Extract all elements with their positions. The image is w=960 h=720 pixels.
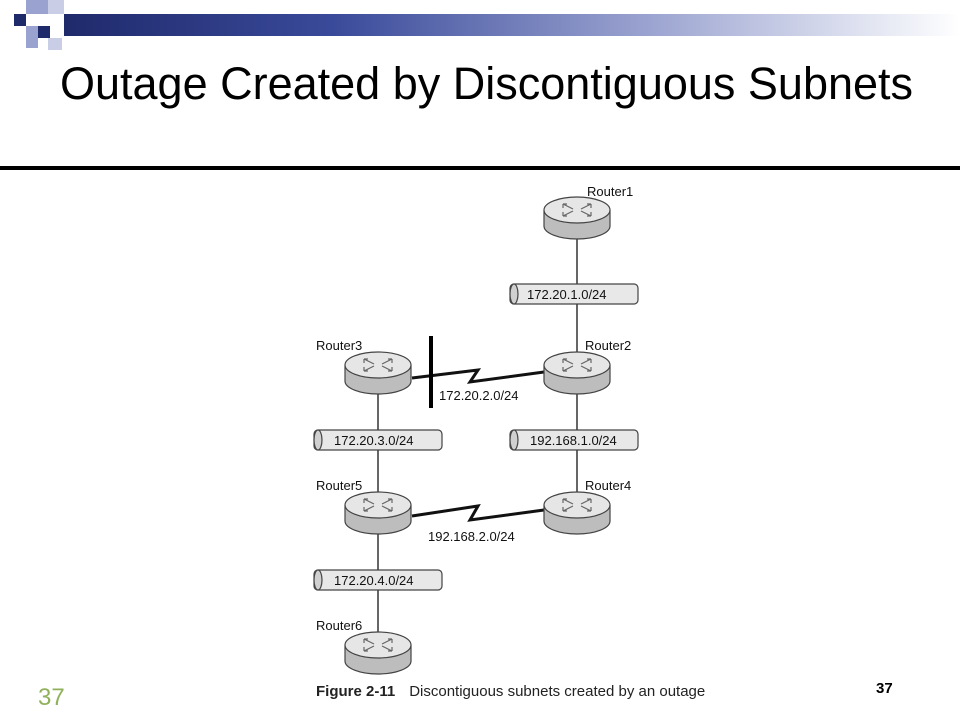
router1-icon: [543, 196, 611, 240]
router5-icon: [344, 491, 412, 535]
figure-caption: Figure 2-11 Discontiguous subnets created…: [316, 683, 705, 700]
subnet-label-2: 172.20.2.0/24: [439, 388, 519, 403]
serial-link-r3-r2: [411, 368, 545, 384]
router3-label: Router3: [316, 338, 362, 353]
corner-square-light: [48, 0, 64, 14]
subnet-label-6: 172.20.4.0/24: [334, 573, 414, 588]
slide-number: 37: [38, 684, 65, 711]
title-underline: [0, 166, 960, 170]
slide-title: Outage Created by Discontiguous Subnets: [60, 58, 914, 109]
page-number: 37: [876, 680, 893, 697]
router6-icon: [344, 631, 412, 675]
router4-label: Router4: [585, 478, 631, 493]
serial-link-r5-r4: [411, 504, 545, 522]
corner-square-dark: [14, 14, 26, 26]
corner-square-dark: [38, 26, 50, 38]
router2-label: Router2: [585, 338, 631, 353]
corner-square-light: [26, 0, 48, 14]
router2-icon: [543, 351, 611, 395]
router3-icon: [344, 351, 412, 395]
figure-number: Figure 2-11: [316, 683, 396, 700]
router6-label: Router6: [316, 618, 362, 633]
subnet-label-3: 172.20.3.0/24: [334, 433, 414, 448]
corner-square-light: [48, 38, 62, 50]
corner-square-light: [26, 26, 38, 48]
figure-caption-text: Discontiguous subnets created by an outa…: [409, 683, 706, 700]
router5-label: Router5: [316, 478, 362, 493]
subnet-label-4: 192.168.1.0/24: [530, 433, 617, 448]
router4-icon: [543, 491, 611, 535]
router1-label: Router1: [587, 184, 633, 199]
subnet-label-1: 172.20.1.0/24: [527, 287, 607, 302]
subnet-label-5: 192.168.2.0/24: [428, 529, 515, 544]
header-bar: [64, 14, 960, 36]
